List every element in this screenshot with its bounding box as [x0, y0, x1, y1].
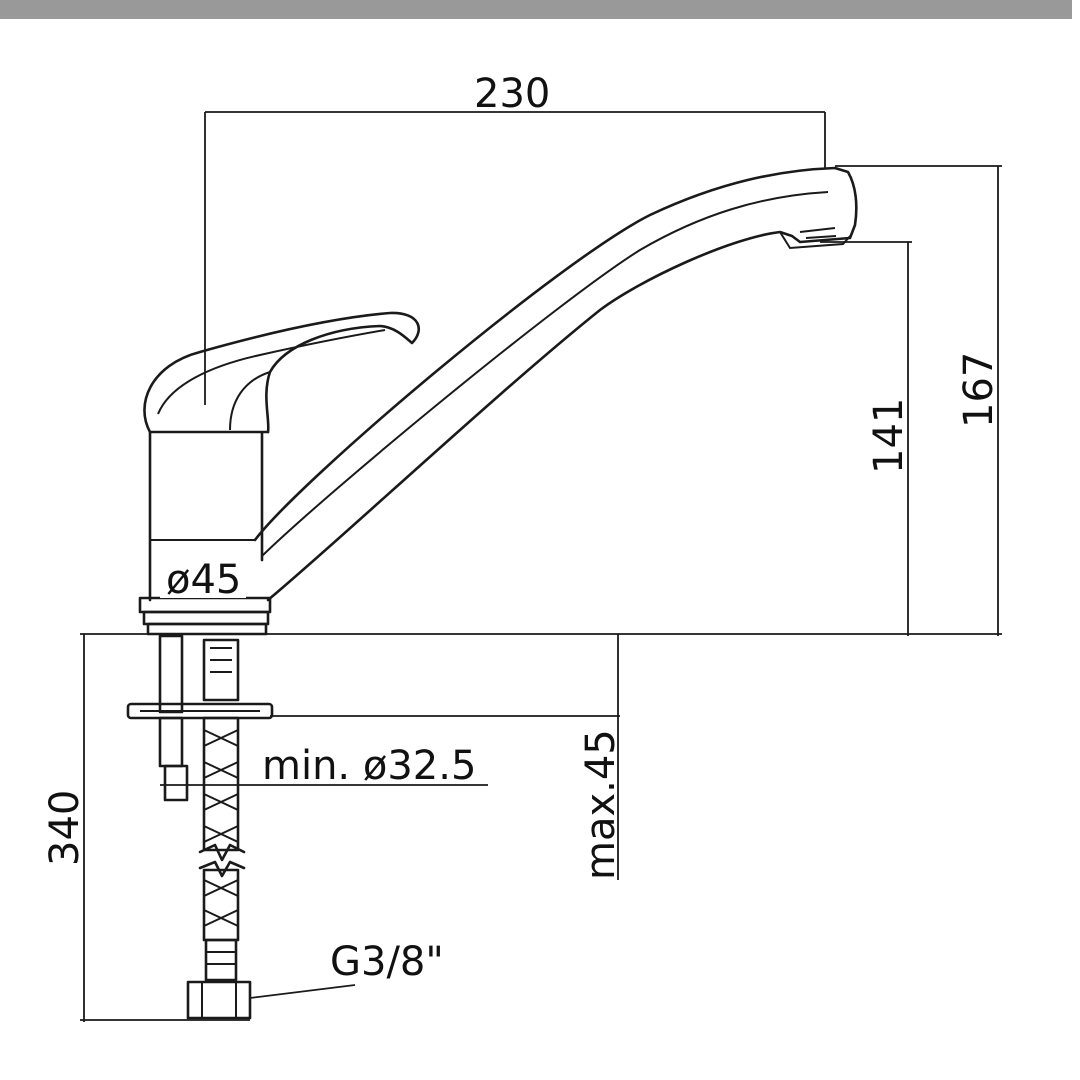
lever-inner-line — [157, 329, 386, 415]
hose-break-mark-2 — [198, 860, 246, 878]
top-header-bar — [0, 0, 1072, 19]
braided-hose-lower — [202, 868, 240, 942]
label-connection-thread: G3/8" — [330, 939, 444, 985]
stud-lower — [158, 716, 184, 768]
mounting-plate — [126, 702, 274, 720]
label-spout-height: 141 — [866, 398, 912, 474]
hose-break-mark — [198, 843, 246, 862]
lever-handle — [143, 311, 421, 434]
dimension-lines — [80, 111, 1002, 1022]
label-total-height: 167 — [956, 352, 1002, 428]
base-ring-mid — [142, 610, 270, 626]
label-spout-reach: 230 — [474, 71, 550, 117]
braid-pattern-lower — [203, 879, 239, 927]
lever-inner-line-2 — [229, 371, 271, 431]
braid-pattern-upper — [203, 729, 239, 843]
hose-ferrule — [204, 938, 238, 982]
label-deck-thickness: max.45 — [578, 729, 624, 880]
label-hose-length: 340 — [42, 790, 88, 866]
dimension-labels: 230 167 141 ø45 min. ø32.5 max.45 340 G3… — [42, 71, 1002, 985]
label-body-diameter: ø45 — [166, 557, 241, 603]
spout-tip-detail — [779, 227, 853, 250]
stud-nut — [163, 764, 189, 802]
threaded-stud — [158, 634, 184, 714]
hose-top-fitting — [202, 638, 240, 702]
base-ring-bottom — [146, 622, 268, 636]
label-hole-diameter: min. ø32.5 — [262, 743, 476, 789]
connection-nut — [186, 980, 252, 1020]
dim-thread-leader — [249, 984, 356, 999]
body-column — [148, 430, 270, 602]
braided-hose-upper — [202, 716, 240, 852]
spout-inner-line — [261, 191, 829, 557]
spout — [253, 166, 858, 602]
